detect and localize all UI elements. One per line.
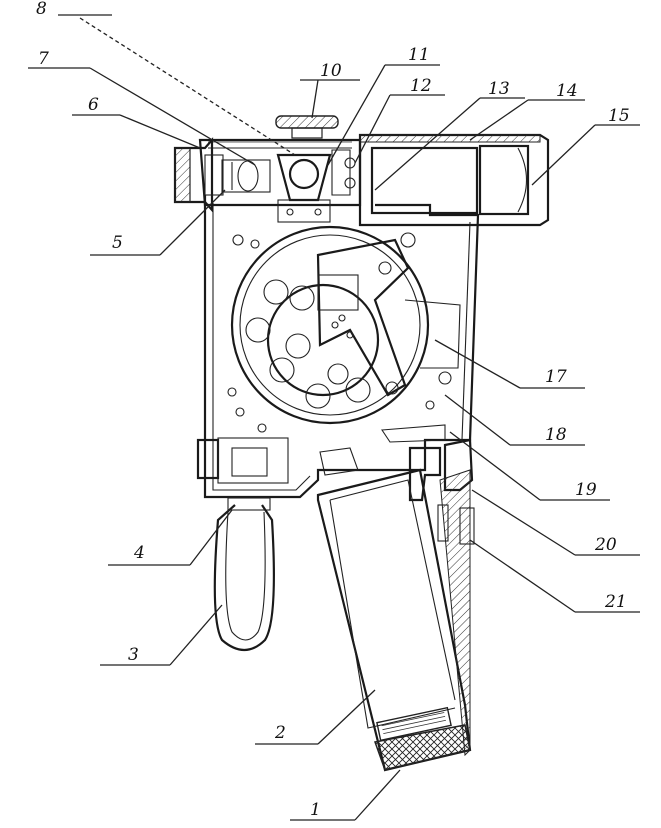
callout-labels: 8 7 6 5 10 11 12 13 14 15 17 18 19 20 21…	[36, 0, 630, 820]
callout-17: 17	[545, 367, 567, 387]
callout-6: 6	[88, 95, 99, 115]
mirror-assembly	[331, 149, 356, 196]
callout-3: 3	[128, 645, 139, 665]
wrist-strap	[213, 497, 275, 652]
viewfinder-lens	[221, 159, 271, 193]
callout-11: 11	[408, 45, 430, 65]
callout-14: 14	[556, 81, 578, 101]
callout-13: 13	[488, 79, 510, 99]
callout-4: 4	[133, 543, 145, 563]
callout-1: 1	[310, 800, 321, 820]
leader-lines	[28, 14, 640, 821]
callout-5: 5	[112, 233, 123, 253]
top-knob	[275, 115, 339, 139]
callout-18: 18	[545, 425, 567, 445]
pistol-grip	[316, 468, 472, 772]
side-block	[196, 437, 289, 484]
film-drum	[230, 225, 430, 425]
shutter-mechanism	[316, 232, 461, 397]
viewfinder-eyepiece	[173, 137, 224, 213]
callout-7: 7	[38, 49, 49, 69]
callout-2: 2	[274, 723, 286, 743]
prism	[276, 153, 332, 223]
callout-8: 8	[36, 0, 47, 19]
motor-compartment	[358, 133, 550, 227]
callout-20: 20	[594, 535, 617, 555]
callout-10: 10	[320, 61, 342, 81]
callout-12: 12	[410, 76, 432, 96]
callout-21: 21	[604, 592, 627, 612]
callout-19: 19	[575, 480, 597, 500]
screws	[227, 234, 435, 433]
callout-15: 15	[608, 106, 630, 126]
